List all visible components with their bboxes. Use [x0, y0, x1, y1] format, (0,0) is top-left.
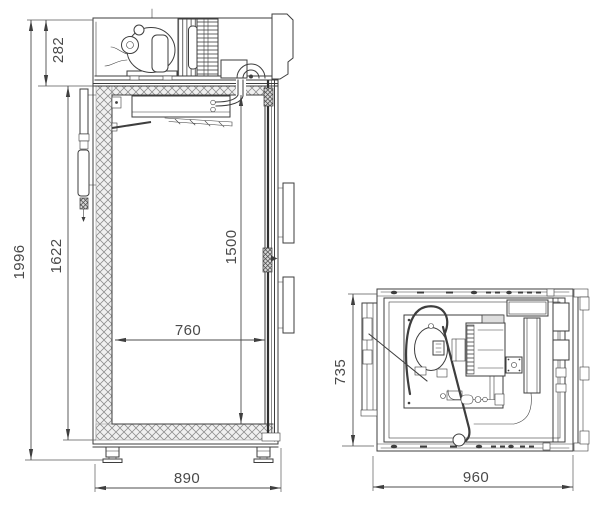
compressor-housing [151, 34, 169, 73]
rear-leg [102, 446, 123, 463]
compressor-pipes [104, 46, 128, 67]
door-hinge-middle [262, 247, 273, 273]
dim-label-890: 890 [174, 470, 200, 487]
condenser [177, 18, 219, 77]
wire-run [473, 392, 532, 425]
dim-unit-height: 282 [43, 20, 67, 86]
dim-label-735: 735 [332, 359, 349, 385]
aux-components [447, 299, 549, 447]
condenser-fan [220, 59, 266, 79]
hinge-block-mid [552, 339, 570, 361]
hinge-block-top [552, 302, 570, 332]
capillary-panel [523, 317, 541, 394]
dim-label-960: 960 [463, 469, 489, 486]
drier-cylinder [188, 25, 198, 70]
dim-label-1500: 1500 [223, 230, 240, 265]
condenser-top [451, 314, 506, 377]
front-foot [253, 458, 274, 463]
floor-plate [92, 443, 279, 448]
hinge-pointer [271, 255, 278, 262]
compressor [104, 24, 178, 81]
support-rod [368, 333, 428, 382]
insulation-back-wall [95, 85, 113, 441]
rear-drain-assembly [77, 88, 97, 222]
hinge-strip [552, 297, 570, 443]
dim-top-depth: 735 [332, 294, 356, 446]
drain-tip [81, 217, 86, 222]
evaporator [111, 79, 246, 132]
front-cover-panel [271, 13, 294, 80]
door-handle-lower [282, 276, 295, 334]
condenser-fins [196, 18, 219, 77]
fan-bracket [220, 59, 248, 79]
pipe-fitting [210, 106, 216, 113]
electrical-box [506, 299, 549, 317]
pipe-fitting [210, 99, 216, 106]
rear-foot [102, 458, 123, 463]
dim-inner-height: 1500 [223, 95, 244, 424]
drip-tray [164, 117, 233, 128]
dim-inner-depth: 760 [115, 322, 265, 343]
evaporator-box [131, 95, 231, 118]
dim-label-282: 282 [50, 37, 67, 63]
door-edge [573, 288, 590, 452]
dim-label-1996: 1996 [11, 245, 28, 280]
top-edge-slots [390, 288, 555, 297]
service-valve [460, 394, 474, 405]
clamp [451, 338, 466, 362]
door-handle-upper [282, 182, 295, 244]
dim-label-1622: 1622 [48, 239, 65, 274]
top-plan-view: 735 960 [332, 288, 590, 491]
side-section-view: 282 1996 1622 1500 760 890 [11, 8, 295, 492]
dim-cabinet-height: 1622 [48, 86, 71, 440]
drain-hole [452, 433, 466, 447]
dim-overall-height: 1996 [11, 20, 34, 460]
compressor-top [414, 323, 448, 378]
door-hinge-top [263, 87, 274, 107]
fan-blades [236, 63, 266, 79]
fan-hub [249, 74, 253, 79]
left-bracket [360, 302, 378, 417]
compressor-cap [133, 24, 145, 36]
insulation-floor [95, 423, 274, 441]
inner-cavity-outline [111, 94, 274, 425]
dim-label-760: 760 [175, 322, 201, 339]
temperature-probe [111, 121, 152, 129]
door-bottom-cap [261, 432, 281, 442]
extension-lines [342, 293, 574, 491]
condenser-fins-top [466, 324, 475, 375]
bottom-edge-slots [390, 442, 551, 451]
door [261, 78, 295, 445]
cabinet-shell [92, 85, 279, 448]
front-leg [253, 446, 274, 463]
dim-overall-depth: 890 [95, 470, 281, 491]
terminal-box [481, 314, 505, 324]
dim-top-width: 960 [373, 469, 573, 490]
pipe-runs [447, 375, 497, 400]
machine-compartment [92, 8, 294, 87]
drain-cylinder [77, 149, 90, 197]
